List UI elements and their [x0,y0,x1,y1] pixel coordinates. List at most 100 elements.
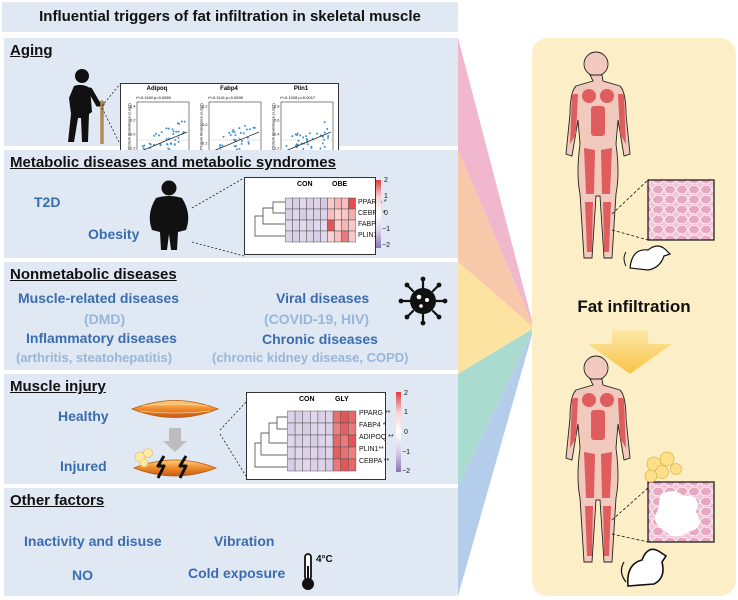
plot-title: Adipoq [146,86,168,92]
scatter-point [155,132,158,135]
scatter-point [182,131,185,134]
scatter-point [315,132,318,135]
scatter-point [219,145,222,148]
heatmap-cell [292,230,300,243]
heatmap-cell [332,422,341,436]
heatmap-cell [325,434,334,448]
scatter-point [295,143,298,146]
other-panel: Other factors Inactivity and disuse Vibr… [4,488,458,596]
dendrogram [254,201,285,237]
heatmap-cell [348,458,357,472]
scatter-point [310,147,313,150]
aging-panel: Aging Adipoq r²=0.1160 p=0.0089 Protein … [4,38,458,180]
aging-heading: Aging [10,42,53,59]
heatmap-cell [294,434,303,448]
scatter-point [236,148,239,151]
scale-tick: −1 [402,449,410,456]
viral-label: Viral diseases [276,290,370,306]
heatmap-cell [285,230,293,243]
plot-stat: r²=0.1141 p=0.0095 [208,95,243,100]
heatmap-cell [348,208,356,221]
scatter-point [158,134,161,137]
heatmap-cell [299,208,307,221]
scatter-point [159,143,162,146]
heatmap-cell [310,410,319,424]
heatmap-cell [320,197,328,210]
thermometer-icon [302,553,314,590]
plot-stat: r²=0.1928 p=0.0017 [280,95,316,100]
metabolic-heatmap-box: CON OBE PPARG * CEBPA * FABP4 PLIN1 [244,177,387,255]
heatmap-cell [327,197,335,210]
heatmap-cell [292,219,300,232]
heatmap-cell [325,446,334,460]
scatter-point [169,142,172,145]
infiltrated-body-figure [565,355,715,587]
gene-label: PLIN1** [359,446,384,453]
scatter-point [233,145,236,148]
metabolic-panel: Metabolic diseases and metabolic syndrom… [4,150,458,258]
scale-tick: 2 [384,177,388,184]
heatmap-cell [294,422,303,436]
gene-label: PPARG * [358,199,387,206]
scatter-point [165,138,168,141]
injury-heatmap [287,410,357,472]
scatter-point [167,127,170,130]
heatmap-cell [292,208,300,221]
ckd-label: (chronic kidney disease, COPD) [212,350,409,365]
heatmap-cell [299,230,307,243]
scatter-point [326,136,329,139]
heatmap-cell [299,197,307,210]
muscle-injury-icon [130,400,220,479]
aging-connector [101,83,121,145]
scatter-point [178,122,181,125]
scatter-point [308,132,311,135]
scatter-point [285,144,288,147]
heatmap-cell [317,422,326,436]
scatter-point [321,142,324,145]
scatter-point [165,127,168,130]
scatter-point [153,134,156,137]
gene-label: CEBPA * [358,210,386,217]
heatmap-cell [287,446,296,460]
regression-line [138,131,188,153]
fan-connector [458,38,534,596]
injury-connector [219,401,247,477]
heatmap-cell [302,446,311,460]
scatter-point [319,147,322,150]
scatter-point [167,147,170,150]
heatmap-cell [310,422,319,436]
scatter-point [305,135,308,138]
scatter-point [249,128,252,131]
title-bar: Influential triggers of fat infiltration… [2,2,458,32]
scatter-point [321,135,324,138]
scatter-point [171,128,174,131]
heatmap-cell [287,434,296,448]
heatmap-cell [334,219,342,232]
scatter-point [232,138,235,141]
heatmap-cell [313,197,321,210]
scatter-point [177,130,180,133]
heatmap-cell [327,219,335,232]
virus-icon [398,276,448,326]
heatmap-cell [313,208,321,221]
scatter-point [240,140,243,143]
group-label: CON [297,181,313,188]
heatmap-cell [287,422,296,436]
scatter-point [219,143,222,146]
heatmap-cell [294,410,303,424]
heatmap-cell [348,434,357,448]
scatter-point [242,132,245,135]
obese-person-icon [149,180,189,250]
heatmap-cell [302,458,311,472]
scatter-point [305,137,308,140]
scale-tick: −1 [382,226,390,233]
scale-tick: 1 [404,409,408,416]
scatter-point [234,134,237,137]
heatmap-cell [317,434,326,448]
group-label: CON [299,396,315,403]
heatmap-cell [340,458,349,472]
heatmap-cell [348,230,356,243]
fat-infiltration-label: Fat infiltration [577,297,691,316]
heatmap-cell [313,219,321,232]
scale-tick: 2 [404,390,408,397]
